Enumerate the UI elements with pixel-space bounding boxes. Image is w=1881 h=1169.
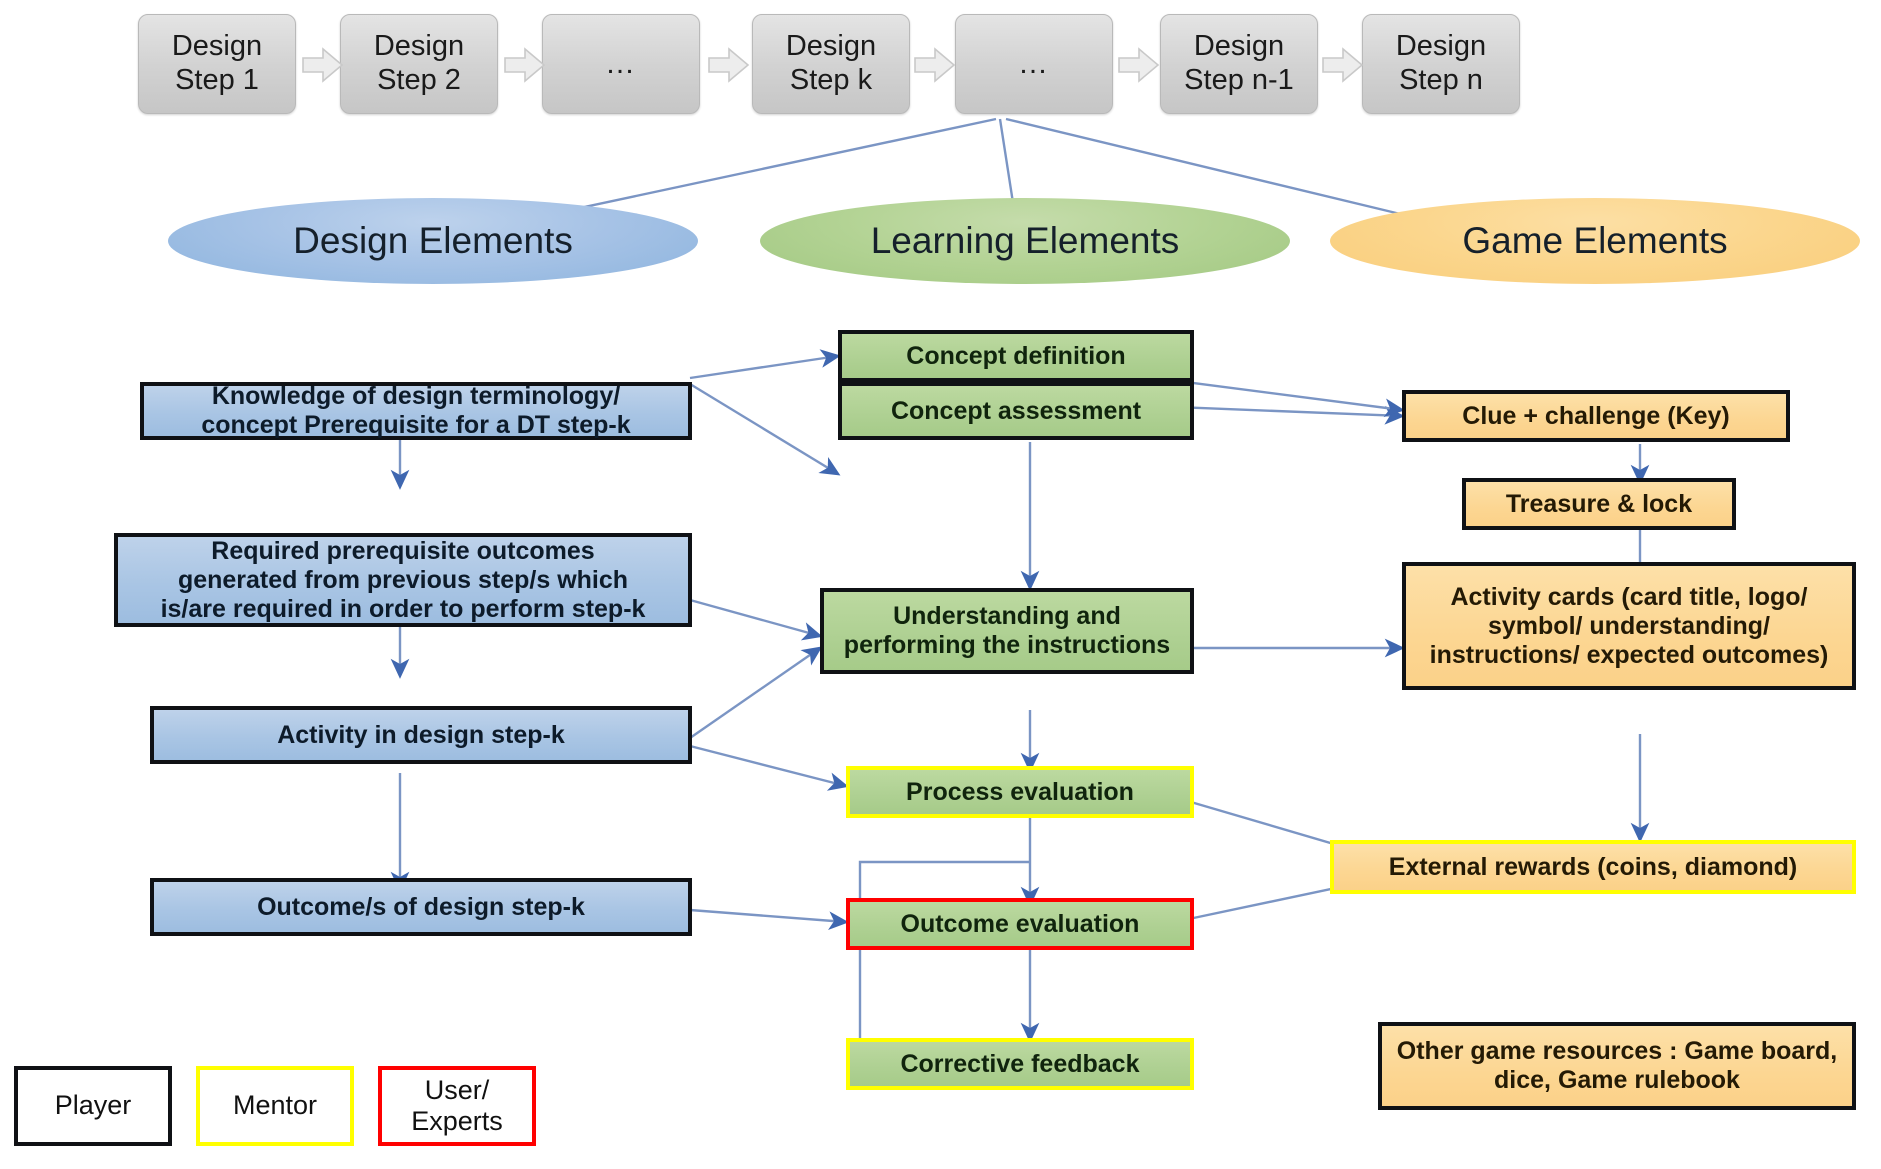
design-box-outcomes-of-step[interactable]: Outcome/s of design step-k [150,878,692,936]
learning-box-concept-assessment[interactable]: Concept assessment [838,382,1194,440]
step-arrow-5-icon [1118,47,1160,83]
design-step-n[interactable]: Design Step n [1362,14,1520,114]
design-step-n-minus-1[interactable]: Design Step n-1 [1160,14,1318,114]
legend-player: Player [14,1066,172,1146]
game-box-other-game-resources[interactable]: Other game resources : Game board, dice,… [1378,1022,1856,1110]
category-design-elements[interactable]: Design Elements [168,198,698,284]
category-game-elements[interactable]: Game Elements [1330,198,1860,284]
game-box-activity-cards[interactable]: Activity cards (card title, logo/ symbol… [1402,562,1856,690]
legend-mentor: Mentor [196,1066,354,1146]
step-arrow-4-icon [914,47,956,83]
learning-box-concept-definition[interactable]: Concept definition [838,330,1194,382]
game-box-clue-challenge-key[interactable]: Clue + challenge (Key) [1402,390,1790,442]
design-box-required-prerequisite-outcomes[interactable]: Required prerequisite outcomes generated… [114,533,692,627]
design-box-knowledge-prerequisite[interactable]: Knowledge of design terminology/ concept… [140,382,692,440]
game-box-treasure-lock[interactable]: Treasure & lock [1462,478,1736,530]
category-learning-elements[interactable]: Learning Elements [760,198,1290,284]
design-step-1[interactable]: Design Step 1 [138,14,296,114]
learning-box-corrective-feedback[interactable]: Corrective feedback [846,1038,1194,1090]
step-arrow-2-icon [504,47,546,83]
game-box-external-rewards[interactable]: External rewards (coins, diamond) [1330,840,1856,894]
design-step-k[interactable]: Design Step k [752,14,910,114]
legend-user-experts: User/ Experts [378,1066,536,1146]
design-step-ellipsis-1: … [542,14,700,114]
design-step-2[interactable]: Design Step 2 [340,14,498,114]
step-arrow-3-icon [708,47,750,83]
design-step-ellipsis-2: … [955,14,1113,114]
step-arrow-6-icon [1322,47,1364,83]
learning-box-process-evaluation[interactable]: Process evaluation [846,766,1194,818]
step-arrow-1-icon [302,47,344,83]
learning-box-outcome-evaluation[interactable]: Outcome evaluation [846,898,1194,950]
learning-box-understanding-performing[interactable]: Understanding and performing the instruc… [820,588,1194,674]
design-box-activity-in-step[interactable]: Activity in design step-k [150,706,692,764]
